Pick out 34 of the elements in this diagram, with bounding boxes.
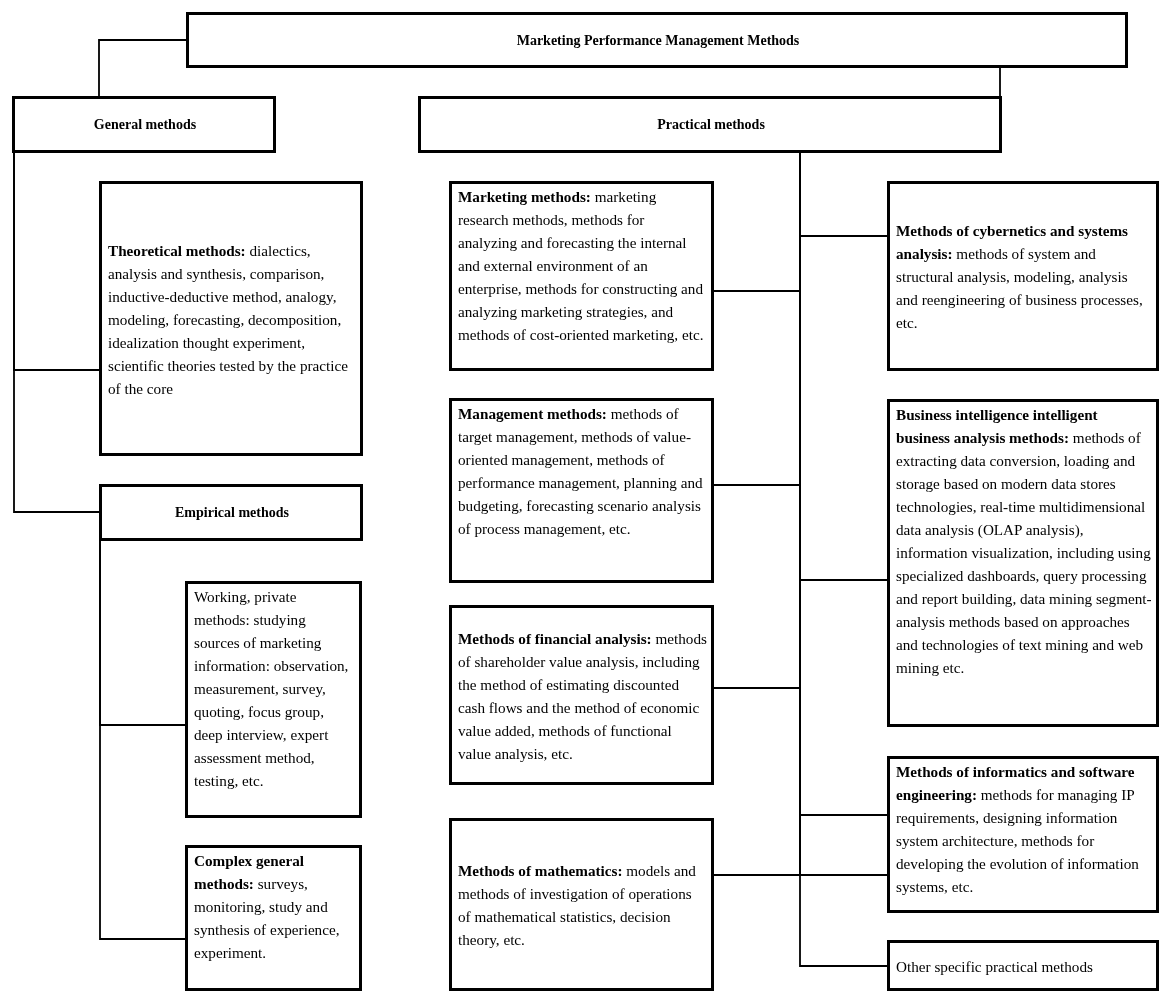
box-heading: Empirical methods [175,504,289,522]
method-box [449,818,714,991]
box-text: Marketing methods: marketing research methods, methods for analyzing and forecasting the internal and external environment of an enterprise, methods for constructing and analyzing marketing strategies, and methods of cost-oriented marketing, etc. [458,187,705,345]
box-text: Methods of financial analysis: methods of shareholder value analysis, including the method of estimating discounted cash flows and the method of economic value added, methods of functional value analysis, etc. [458,628,707,764]
method-box [449,398,714,583]
connector-line [99,540,186,940]
method-box [887,756,1159,913]
method-box [887,940,1159,991]
box-text: Methods of cybernetics and systems analysis: methods of system and structural analysis, modeling, analysis and reengineering of business processes, etc. [896,221,1144,333]
method-box [449,181,714,371]
box-text: Working, private methods: studying sources of marketing information: observation, measurement, survey, quoting, focus group, deep interview, expert assessment method, testing, etc. [194,587,350,791]
method-box [99,181,363,456]
method-box [185,581,362,818]
title-box [186,12,1128,68]
connector-line [13,152,100,513]
method-box [887,399,1159,727]
box-text: Theoretical methods: dialectics, analysis and synthesis, comparison, inductive-deductive method, analogy, modeling, forecasting, decomposition, idealization thought experiment, scientific theories tested by the practice of the core [108,240,349,399]
box-heading: Practical methods [657,116,765,134]
method-box [185,845,362,991]
category-box [12,96,276,153]
category-box [418,96,1002,153]
method-box [887,181,1159,371]
connector-line [98,39,187,97]
box-text: Methods of informatics and software engineering: methods for managing IP requirements, designing information system architecture, methods for developing the evolution of information systems, etc. [896,762,1140,897]
box-text: Business intelligence intelligent business analysis methods: methods of extracting data conversion, loading and storage based on modern data stores technologies, real-time multidimensional data analysis (OLAP analysis), information visualization, including using specialized dashboards, query processing and report building, data mining segment-analysis methods based on approaches and technologies of text mining and web mining etc. [896,405,1152,678]
category-box [99,484,363,541]
box-heading: General methods [93,116,197,134]
box-text: Management methods: methods of target management, methods of value-oriented management, methods of performance management, planning and budgeting, forecasting scenario analysis of process management, etc. [458,404,704,539]
connector-line [999,67,1001,97]
box-text: Other specific practical methods [896,956,1094,977]
method-box [449,605,714,785]
box-text: Complex general methods: surveys, monitoring, study and synthesis of experience, experiment. [194,851,341,963]
box-text: Methods of mathematics: models and methods of investigation of operations of mathematical statistics, decision theory, etc. [458,861,697,950]
box-heading: Marketing Performance Management Methods [516,31,800,50]
